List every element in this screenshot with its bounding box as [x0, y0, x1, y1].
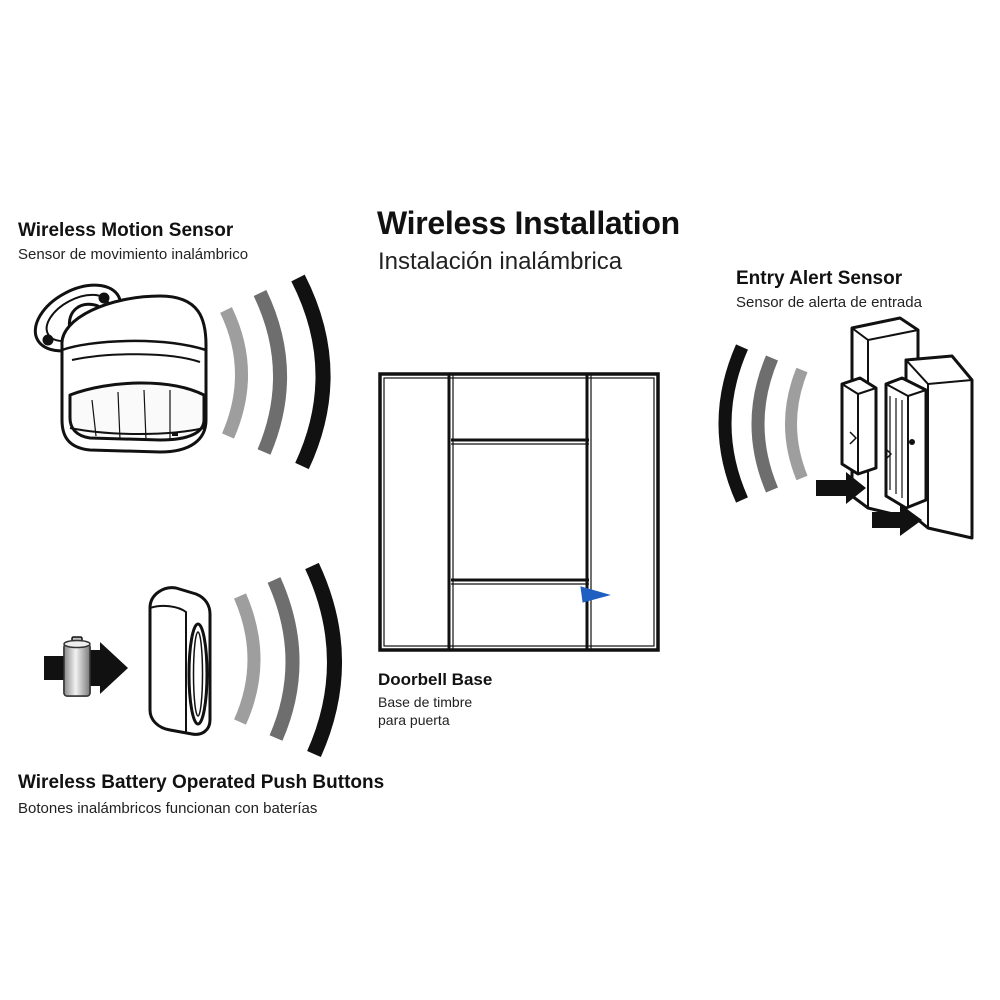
page-subtitle: Instalación inalámbrica	[378, 248, 623, 275]
arrow-icon	[816, 472, 866, 504]
signal-wave-icon	[234, 562, 342, 758]
indicator-light-icon	[580, 586, 611, 603]
arrow-icon	[872, 504, 922, 536]
entry-sensor-title: Entry Alert Sensor	[736, 268, 903, 289]
push-button-icon	[148, 586, 212, 736]
entry-sensor-icon	[816, 316, 974, 540]
page-title: Wireless Installation	[377, 205, 680, 241]
motion-sensor-icon	[33, 283, 208, 454]
push-buttons-title: Wireless Battery Operated Push Buttons	[18, 772, 385, 793]
entry-sensor-subtitle: Sensor de alerta de entrada	[736, 294, 922, 311]
signal-wave-icon	[718, 344, 808, 503]
motion-sensor-subtitle: Sensor de movimiento inalámbrico	[18, 246, 249, 263]
doorbell-base-title: Doorbell Base	[378, 670, 493, 689]
signal-wave-icon	[220, 274, 331, 470]
push-buttons-subtitle: Botones inalámbricos funcionan con bater…	[18, 800, 318, 817]
doorbell-base-subtitle-line1: Base de timbre	[378, 694, 473, 710]
motion-sensor-title: Wireless Motion Sensor	[18, 220, 234, 241]
doorbell-base-subtitle-line2: para puerta	[378, 712, 450, 728]
battery-icon	[44, 636, 128, 697]
doorbell-base-icon	[378, 372, 660, 652]
